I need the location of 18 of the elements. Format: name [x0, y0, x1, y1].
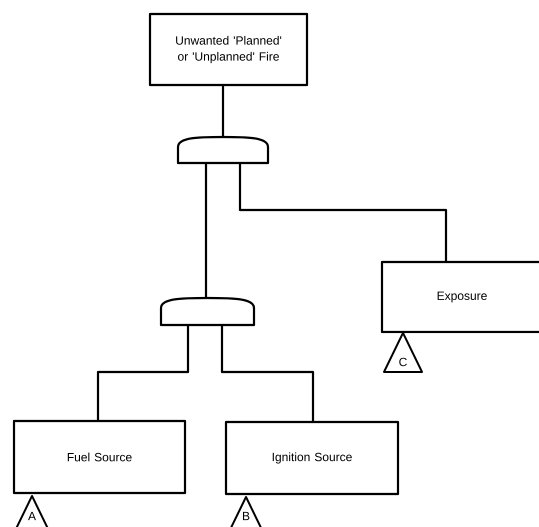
connector-line — [204, 163, 208, 298]
connector-line — [220, 325, 314, 422]
event-label: Fuel Source — [68, 452, 132, 462]
event-box — [224, 420, 400, 496]
connector-line — [222, 85, 224, 137]
connector-line — [238, 163, 448, 262]
transfer-triangle: B — [226, 496, 266, 527]
gate-symbol — [160, 296, 256, 326]
connector-line — [96, 325, 190, 421]
event-box — [148, 12, 308, 86]
transfer-triangle: A — [12, 495, 52, 527]
gate-symbol — [176, 136, 270, 164]
event-label: Exposure — [438, 292, 487, 302]
event-box — [380, 260, 539, 334]
event-label: Unwanted 'Planned' or 'Unplanned' Fire — [176, 36, 282, 64]
event-label: Ignition Source — [272, 452, 352, 464]
transfer-triangle: C — [383, 332, 423, 373]
event-box — [12, 420, 186, 494]
